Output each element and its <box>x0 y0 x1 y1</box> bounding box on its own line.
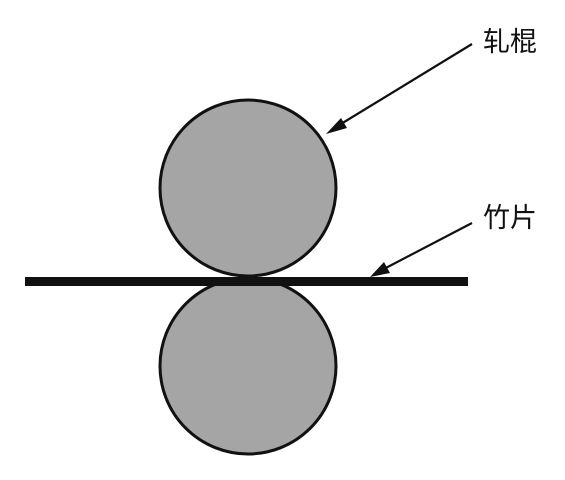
bamboo-strip <box>25 277 468 286</box>
upper-roller <box>158 98 338 278</box>
roller-label: 轧棍 <box>483 27 537 58</box>
strip-arrowhead <box>370 262 390 277</box>
roller-arrowhead <box>326 118 347 134</box>
bamboo-strip-label: 竹片 <box>483 203 537 234</box>
lower-roller <box>158 276 338 456</box>
roller-leader-line <box>335 43 473 128</box>
strip-leader-line <box>379 222 473 272</box>
